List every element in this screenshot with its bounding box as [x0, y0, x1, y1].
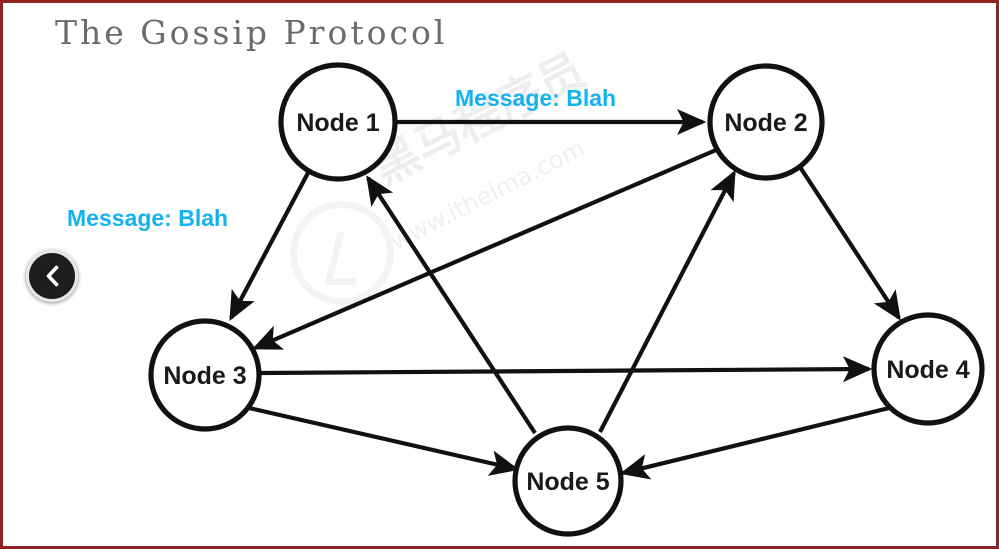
- node-4-label: Node 4: [886, 356, 969, 384]
- node-1-label: Node 1: [296, 109, 379, 137]
- chevron-left-icon: [46, 265, 58, 287]
- node-3-label: Node 3: [163, 362, 246, 390]
- node-2-label: Node 2: [724, 109, 807, 137]
- node-4[interactable]: Node 4: [871, 312, 985, 426]
- node-1-circle[interactable]: [278, 62, 398, 182]
- edge-node2-to-node3: [251, 148, 717, 350]
- node-5-circle[interactable]: [512, 425, 624, 537]
- message-label-node1-node3: Message: Blah: [67, 205, 229, 231]
- page-title: The Gossip Protocol: [55, 13, 448, 52]
- edge-layer: [229, 108, 901, 480]
- message-label-node1-node2: Message: Blah: [455, 85, 617, 111]
- edge-node3-to-node4: [259, 356, 873, 383]
- edge-node5-to-node1: [366, 175, 537, 435]
- node-3[interactable]: Node 3: [148, 318, 262, 432]
- node-2[interactable]: Node 2: [707, 63, 825, 181]
- edge-node1-to-node3: [229, 170, 311, 321]
- node-4-circle[interactable]: [871, 312, 985, 426]
- node-layer: Node 1 Node 2 Node 3 Node 4 Node 5: [148, 62, 985, 537]
- edge-node3-to-node5: [248, 405, 520, 476]
- node-3-circle[interactable]: [148, 318, 262, 432]
- node-1[interactable]: Node 1: [278, 62, 398, 182]
- prev-button[interactable]: [26, 250, 78, 302]
- node-5-label: Node 5: [526, 468, 609, 496]
- edge-node4-to-node5: [619, 405, 890, 480]
- node-2-circle[interactable]: [707, 63, 825, 181]
- gossip-protocol-graph: Node 1 Node 2 Node 3 Node 4 Node 5: [148, 62, 985, 537]
- edge-node5-to-node2: [598, 170, 736, 433]
- edge-node2-to-node4: [798, 165, 901, 321]
- node-5[interactable]: Node 5: [512, 425, 624, 537]
